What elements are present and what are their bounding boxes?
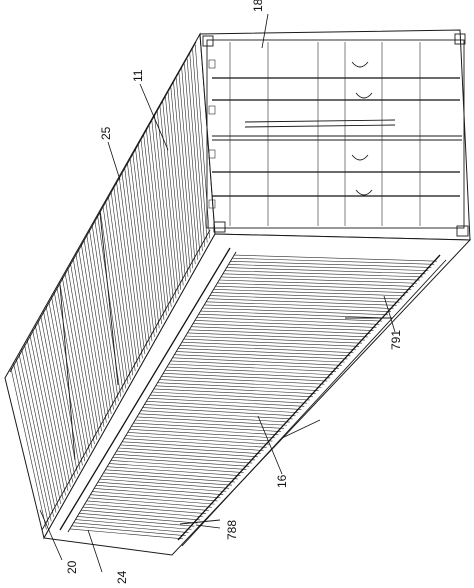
leader-lines bbox=[39, 13, 396, 573]
label-11: 11 bbox=[131, 69, 145, 82]
label-24: 24 bbox=[115, 570, 129, 584]
label-16: 16 bbox=[275, 474, 289, 488]
label-791: 791 bbox=[389, 330, 403, 350]
label-20: 20 bbox=[65, 560, 79, 574]
label-25: 25 bbox=[99, 126, 113, 140]
label-18: 18 bbox=[251, 0, 265, 12]
end-door-face bbox=[199, 29, 471, 241]
label-788: 788 bbox=[225, 520, 239, 540]
roof-panel bbox=[4, 32, 216, 540]
side-floor-panel bbox=[43, 233, 472, 556]
reference-numerals: 18 11 25 791 16 788 20 24 bbox=[65, 0, 403, 584]
